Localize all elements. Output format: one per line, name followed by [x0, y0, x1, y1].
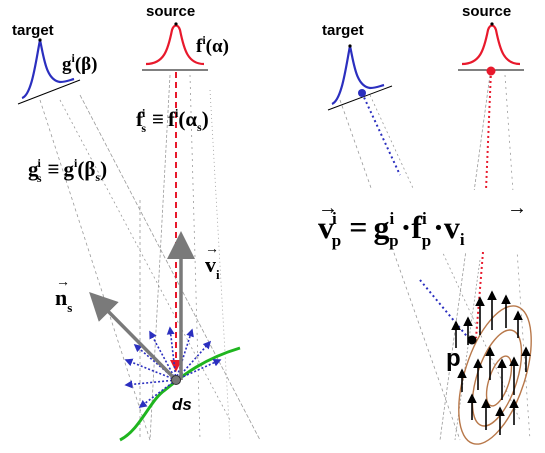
- equation-backdrop: [314, 190, 540, 252]
- right-target-label: target: [322, 22, 364, 39]
- left-source-label: source: [146, 3, 195, 20]
- p-point: [467, 335, 477, 345]
- right-projection-lines: [339, 74, 531, 441]
- left-vi-arrow: →: [205, 242, 219, 257]
- left-target-distribution: [17, 38, 81, 105]
- right-target-ray-upper: [361, 92, 401, 176]
- velocity-field-arrows: [451, 290, 531, 435]
- velocity-equation-arrow-left: →: [318, 197, 338, 219]
- left-target-label: target: [12, 22, 54, 39]
- right-source-label: source: [462, 3, 511, 20]
- right-source-ray-upper: [485, 70, 492, 191]
- left-ns-arrow: →: [56, 275, 70, 290]
- right-panel: target source: [314, 3, 540, 445]
- flow-ellipses: [458, 305, 532, 445]
- p-label: p: [446, 345, 461, 372]
- left-g-label: gi(β): [62, 51, 98, 75]
- right-target-distribution: [327, 44, 393, 111]
- normal-arrow: [89, 292, 178, 382]
- left-f-label: fi(α): [196, 33, 229, 57]
- velocity-equation-arrow-right: →: [507, 197, 527, 219]
- left-ns-label: ns: [55, 285, 72, 315]
- ds-point: [171, 375, 181, 385]
- right-source-distribution: [458, 22, 524, 76]
- left-projection-lines: [39, 74, 261, 441]
- left-source-distribution: [142, 22, 208, 71]
- ds-label: ds: [172, 395, 192, 414]
- right-source-ray-lower: [475, 251, 484, 339]
- surface-curve: [119, 346, 241, 442]
- right-target-ray-lower: [419, 279, 471, 341]
- left-vi-label: vi: [205, 252, 220, 282]
